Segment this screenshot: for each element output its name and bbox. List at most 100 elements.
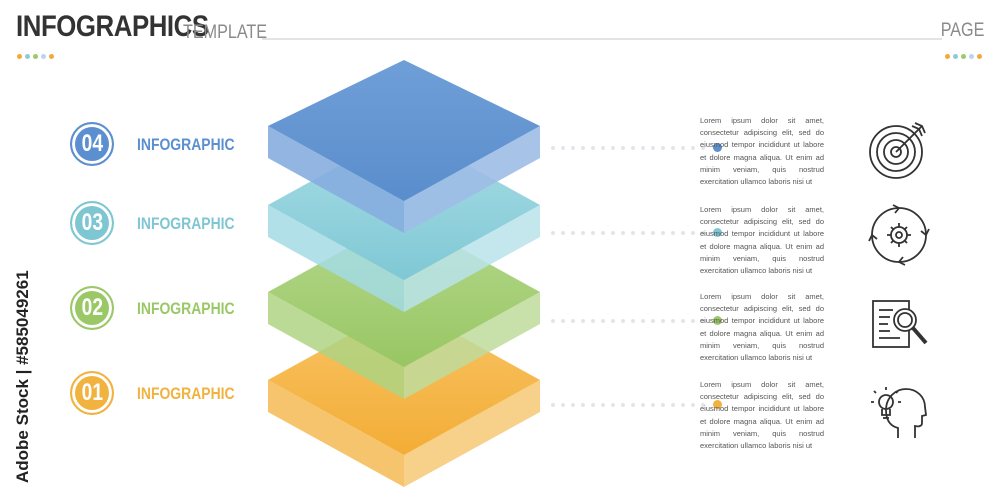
decorative-dot (41, 54, 46, 59)
decorative-dot (953, 54, 958, 59)
connector-dot (551, 230, 555, 235)
connector-dot (601, 318, 605, 323)
connector-dot (651, 318, 655, 323)
connector-dot (651, 402, 655, 407)
connector-dot (601, 230, 605, 235)
page-subtitle: TEMPLATE (183, 22, 268, 43)
connector-dot (661, 402, 665, 407)
watermark-text: Adobe Stock | #585049261 (13, 270, 32, 483)
decorative-dot (33, 54, 38, 59)
connector-01 (551, 400, 722, 409)
connector-dot (571, 318, 575, 323)
connector-dot (561, 318, 565, 323)
connector-dot (661, 318, 665, 323)
connector-dot (661, 230, 665, 235)
connector-dot (681, 145, 685, 150)
page-label: PAGE (940, 20, 984, 41)
stock-watermark: Adobe Stock | #585049261 (13, 270, 32, 483)
decorative-dot (945, 54, 950, 59)
connector-dot (661, 145, 665, 150)
connector-dot (671, 145, 675, 150)
connector-dot (691, 230, 695, 235)
connector-dot (621, 402, 625, 407)
connector-dot (701, 318, 705, 323)
connector-dot (631, 318, 635, 323)
layer-04 (268, 60, 540, 233)
decorative-dot (977, 54, 982, 59)
connector-dot (631, 402, 635, 407)
header-divider (262, 38, 942, 40)
connector-dot (651, 230, 655, 235)
decorative-dot (25, 54, 30, 59)
connector-end-dot (713, 228, 722, 237)
connector-end-dot (713, 400, 722, 409)
gear-cycle-icon (868, 204, 930, 266)
connector-dot (611, 230, 615, 235)
connector-dot (551, 145, 555, 150)
connector-dot (581, 402, 585, 407)
connector-dot (561, 402, 565, 407)
connector-dot (641, 318, 645, 323)
step-description-03: Lorem ipsum dolor sit amet, consectetur … (700, 205, 824, 276)
decorative-dot (961, 54, 966, 59)
head-lightbulb-icon (871, 387, 927, 438)
step-number-01: 01 (70, 371, 114, 415)
step-number-03: 03 (70, 201, 114, 245)
connector-dot (551, 402, 555, 407)
connector-04 (551, 143, 722, 152)
document-search-icon (872, 300, 928, 348)
step-label-01: INFOGRAPHIC (137, 384, 235, 403)
connector-dot (611, 318, 615, 323)
connector-dot (621, 145, 625, 150)
decorative-dot (969, 54, 974, 59)
connector-dot (701, 145, 705, 150)
step-description-01: Lorem ipsum dolor sit amet, consectetur … (700, 380, 824, 451)
connector-dot (691, 318, 695, 323)
connector-dot (631, 230, 635, 235)
connector-dot (581, 318, 585, 323)
connector-dot (581, 145, 585, 150)
connector-dot (691, 402, 695, 407)
connector-dot (551, 318, 555, 323)
decorative-dots-right (945, 54, 982, 59)
connector-03 (551, 228, 722, 237)
connector-dot (671, 230, 675, 235)
step-label-02: INFOGRAPHIC (137, 299, 235, 318)
connector-dot (681, 230, 685, 235)
connector-dot (681, 402, 685, 407)
connector-dot (591, 318, 595, 323)
decorative-dot (49, 54, 54, 59)
connector-dot (581, 230, 585, 235)
connector-dot (641, 145, 645, 150)
connector-end-dot (713, 316, 722, 325)
connector-dot (591, 230, 595, 235)
connector-02 (551, 316, 722, 325)
connector-dot (591, 145, 595, 150)
connector-dot (681, 318, 685, 323)
step-description-04: Lorem ipsum dolor sit amet, consectetur … (700, 116, 824, 187)
connector-dot (671, 402, 675, 407)
connector-dot (641, 230, 645, 235)
connector-dot (601, 402, 605, 407)
connector-dot (621, 318, 625, 323)
connector-dot (571, 402, 575, 407)
connector-dot (611, 145, 615, 150)
connector-dot (641, 402, 645, 407)
decorative-dots-left (17, 54, 54, 59)
connector-dot (571, 230, 575, 235)
connector-dot (611, 402, 615, 407)
connector-dot (621, 230, 625, 235)
step-description-02: Lorem ipsum dolor sit amet, consectetur … (700, 292, 824, 363)
connector-dot (591, 402, 595, 407)
page-title: INFOGRAPHICS (16, 10, 209, 43)
target-icon (869, 122, 926, 179)
step-number-04: 04 (70, 122, 114, 166)
step-label-04: INFOGRAPHIC (137, 135, 235, 154)
connector-dot (691, 145, 695, 150)
decorative-dot (17, 54, 22, 59)
connector-dot (701, 402, 705, 407)
connector-dot (601, 145, 605, 150)
connector-end-dot (713, 143, 722, 152)
step-label-03: INFOGRAPHIC (137, 214, 235, 233)
